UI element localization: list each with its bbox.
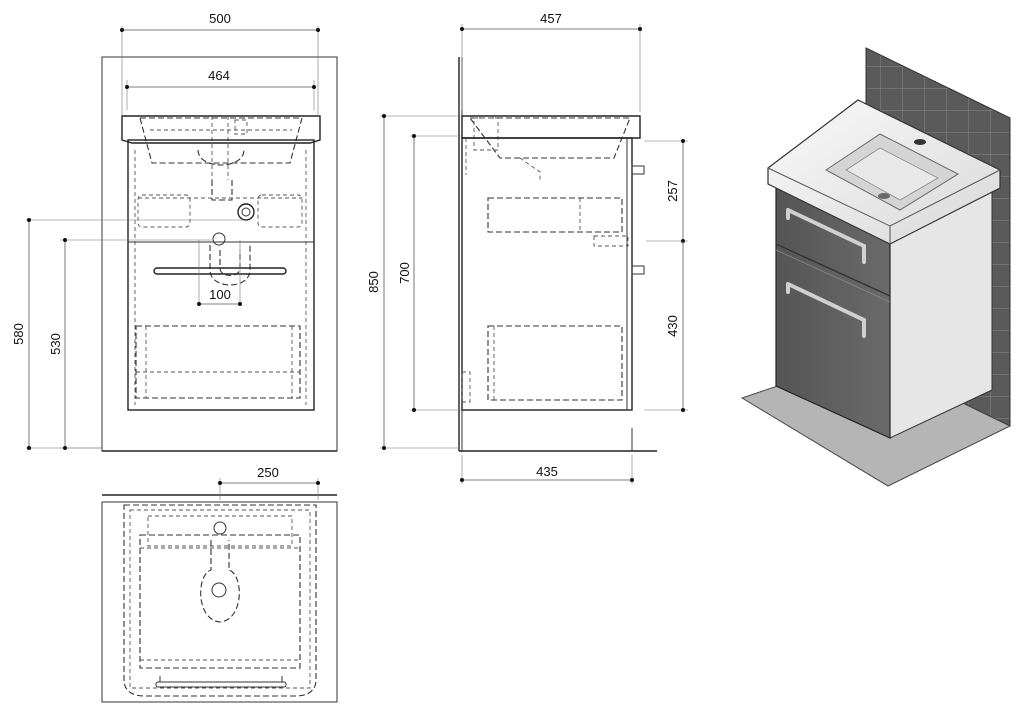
plan-view-basin	[123, 504, 317, 697]
plan-view-outline	[101, 501, 338, 703]
dim-530: 530	[48, 333, 63, 355]
iso-drawer-handle-bottom	[786, 282, 866, 338]
side-view: 457 435 850 700 257 430	[366, 11, 688, 484]
dim-250: 250	[257, 465, 279, 480]
front-view-cabinet	[127, 139, 315, 411]
front-view-handle	[153, 267, 287, 275]
front-view-siphon	[197, 149, 245, 166]
dim-500: 500	[209, 11, 231, 26]
plan-view-handle	[155, 681, 287, 688]
dim-464: 464	[208, 68, 230, 83]
iso-drawer-handle-top	[786, 208, 866, 264]
dim-700: 700	[397, 262, 412, 284]
dim-257: 257	[665, 180, 680, 202]
isometric-render	[740, 47, 1012, 487]
plan-view-siphon	[200, 540, 240, 623]
plan-view: 250	[101, 465, 338, 703]
front-view: 500 464 100 580 530	[11, 11, 338, 452]
side-view-basin	[461, 115, 641, 139]
dim-580: 580	[11, 323, 26, 345]
dim-430: 430	[665, 315, 680, 337]
dim-100: 100	[209, 287, 231, 302]
dim-457: 457	[540, 11, 562, 26]
dim-435: 435	[536, 464, 558, 479]
dim-850: 850	[366, 271, 381, 293]
front-view-basin	[121, 115, 321, 144]
